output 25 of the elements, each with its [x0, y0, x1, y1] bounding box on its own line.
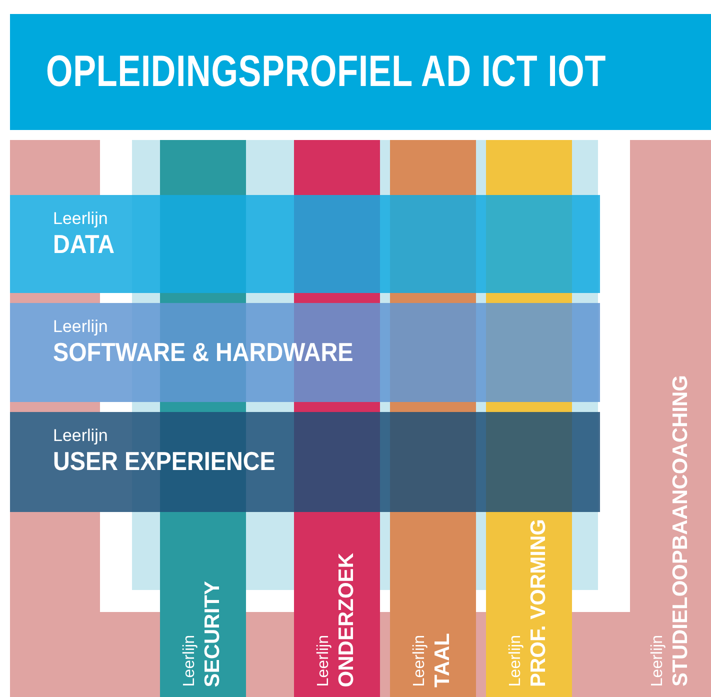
learning-line-band — [10, 412, 600, 512]
learning-line-band — [10, 303, 600, 402]
title: OPLEIDINGSPROFIEL AD ICT IOT — [46, 47, 606, 97]
line-label: Leerlijn — [507, 635, 525, 687]
line-label: Leerlijn — [648, 635, 666, 687]
line-title: STUDIELOOPBAANCOACHING — [668, 375, 692, 687]
line-label: Leerlijn — [411, 635, 429, 687]
line-title: ONDERZOEK — [335, 552, 359, 687]
learning-line-column — [486, 512, 572, 697]
line-label: Leerlijn — [53, 426, 108, 446]
line-title: PROF. VORMING — [527, 518, 551, 687]
line-title: DATA — [53, 229, 115, 260]
learning-line-column — [160, 512, 246, 697]
line-title: USER EXPERIENCE — [53, 446, 276, 477]
learning-line-band — [10, 195, 600, 293]
line-label: Leerlijn — [315, 635, 333, 687]
line-title: SOFTWARE & HARDWARE — [53, 337, 354, 368]
learning-line-column — [294, 512, 380, 697]
line-label: Leerlijn — [53, 317, 108, 337]
line-title: TAAL — [431, 632, 455, 687]
line-label: Leerlijn — [53, 209, 108, 229]
learning-line-column — [390, 512, 476, 697]
line-title: SECURITY — [201, 580, 225, 687]
learning-line-frame — [630, 140, 711, 697]
line-label: Leerlijn — [181, 635, 199, 687]
